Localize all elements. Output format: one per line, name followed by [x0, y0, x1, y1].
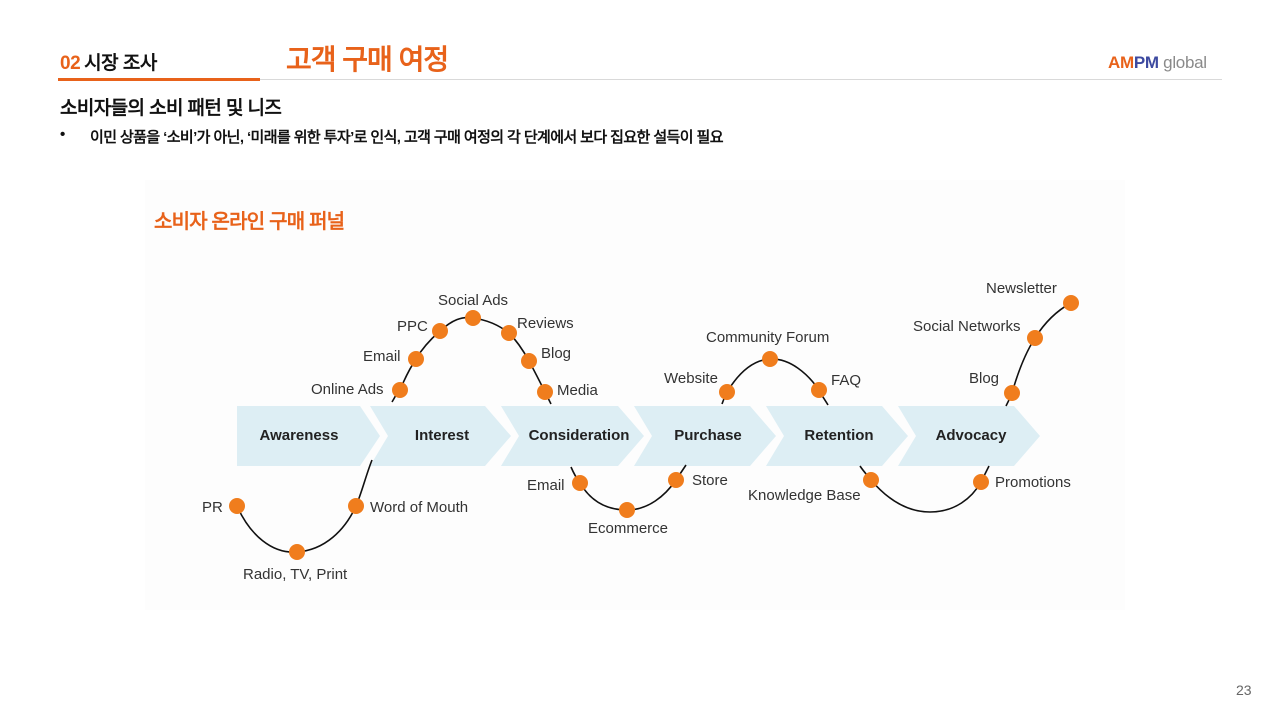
- funnel-title: 소비자 온라인 구매 퍼널: [154, 211, 345, 233]
- touchpoint-label-word-of-mouth: Word of Mouth: [370, 499, 468, 516]
- subheading: 소비자들의 소비 패턴 및 니즈: [60, 98, 282, 119]
- touchpoint-dot-promotions: [973, 474, 989, 490]
- touchpoint-dot-community-forum: [762, 351, 778, 367]
- touchpoint-dot-faq: [811, 382, 827, 398]
- touchpoint-label-blog-interest: Blog: [541, 345, 571, 362]
- touchpoint-dot-store: [668, 472, 684, 488]
- touchpoint-dot-social-networks: [1027, 330, 1043, 346]
- stage-label-awareness: Awareness: [260, 427, 339, 444]
- touchpoint-dot-ppc: [432, 323, 448, 339]
- page-number: 23: [1236, 682, 1252, 698]
- touchpoint-label-newsletter: Newsletter: [986, 280, 1057, 297]
- diagram-panel: [145, 180, 1125, 610]
- stage-label-retention: Retention: [804, 427, 873, 444]
- touchpoint-dot-blog-advocacy: [1004, 385, 1020, 401]
- touchpoint-label-reviews: Reviews: [517, 315, 574, 332]
- touchpoint-label-community-forum: Community Forum: [706, 329, 829, 346]
- bullet-item: • 이민 상품을 ‘소비’가 아닌, ‘미래를 위한 투자’로 인식, 고객 구…: [60, 126, 723, 147]
- touchpoint-dot-media: [537, 384, 553, 400]
- stage-arrow-advocacy: [898, 406, 1040, 466]
- logo-global: global: [1158, 53, 1207, 72]
- touchpoint-dot-online-ads: [392, 382, 408, 398]
- touchpoint-dot-pr: [229, 498, 245, 514]
- stage-arrow-retention: [766, 406, 908, 466]
- bullet-icon: •: [60, 126, 65, 143]
- touchpoint-label-blog-advocacy: Blog: [969, 370, 999, 387]
- touchpoint-label-faq: FAQ: [831, 372, 861, 389]
- touchpoint-label-radio-tv-print: Radio, TV, Print: [243, 566, 348, 583]
- touchpoint-label-ecommerce: Ecommerce: [588, 520, 668, 537]
- touchpoint-label-website: Website: [664, 370, 718, 387]
- touchpoint-label-pr: PR: [202, 499, 223, 516]
- touchpoint-dot-ecommerce: [619, 502, 635, 518]
- touchpoint-dot-word-of-mouth: [348, 498, 364, 514]
- touchpoint-dot-website: [719, 384, 735, 400]
- stage-arrow-consideration: [501, 406, 644, 466]
- touchpoint-dot-reviews: [501, 325, 517, 341]
- stage-label-consideration: Consideration: [529, 427, 630, 444]
- stage-arrow-interest: [370, 406, 511, 466]
- touchpoint-dot-newsletter: [1063, 295, 1079, 311]
- touchpoint-dot-blog-interest: [521, 353, 537, 369]
- section-underline: [58, 78, 260, 81]
- touchpoint-dot-email-interest: [408, 351, 424, 367]
- bullet-text: 이민 상품을 ‘소비’가 아닌, ‘미래를 위한 투자’로 인식, 고객 구매 …: [90, 129, 723, 146]
- touchpoint-label-promotions: Promotions: [995, 474, 1071, 491]
- stage-label-purchase: Purchase: [674, 427, 742, 444]
- stage-arrows: [237, 406, 1040, 466]
- section-number: 02: [60, 53, 81, 74]
- touchpoint-label-online-ads: Online Ads: [311, 381, 384, 398]
- touchpoint-dot-radio-tv-print: [289, 544, 305, 560]
- logo-am: AM: [1108, 53, 1134, 72]
- header-divider: [260, 79, 1222, 80]
- touchpoint-label-media: Media: [557, 382, 599, 399]
- stage-arrow-purchase: [634, 406, 776, 466]
- touchpoint-label-email-interest: Email: [363, 348, 401, 365]
- touchpoint-label-knowledge-base: Knowledge Base: [748, 487, 861, 504]
- touchpoint-dot-social-ads: [465, 310, 481, 326]
- touchpoint-label-social-ads: Social Ads: [438, 292, 508, 309]
- stage-arrow-awareness: [237, 406, 380, 466]
- touchpoint-label-store: Store: [692, 472, 728, 489]
- section-title: 시장 조사: [84, 53, 157, 74]
- touchpoint-label-email-consideration: Email: [527, 477, 565, 494]
- stage-label-advocacy: Advocacy: [936, 427, 1008, 444]
- touchpoint-dot-knowledge-base: [863, 472, 879, 488]
- page-title: 고객 구매 여정: [286, 44, 449, 75]
- logo-pm: PM: [1133, 53, 1159, 72]
- ampm-logo: AMPM global: [1108, 53, 1207, 73]
- touchpoint-dot-email-consideration: [572, 475, 588, 491]
- touchpoint-label-ppc: PPC: [397, 318, 428, 335]
- touchpoint-label-social-networks: Social Networks: [913, 318, 1021, 335]
- stage-label-interest: Interest: [415, 427, 469, 444]
